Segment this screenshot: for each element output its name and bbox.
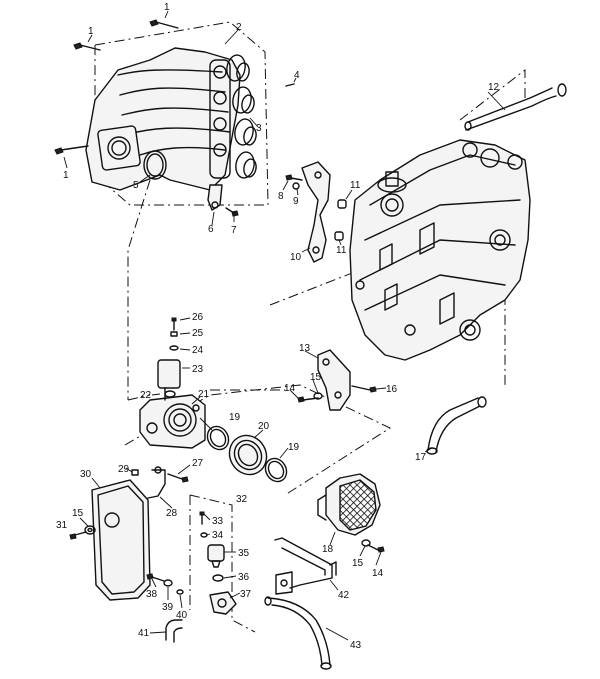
manifold-gaskets [226,54,257,179]
o-ring [143,150,167,180]
callout-30: 30 [80,469,92,480]
callout-8: 8 [278,191,284,202]
callout-25: 25 [192,328,204,339]
intake-manifold [85,47,241,191]
callout-43: 43 [350,640,362,651]
callout-14: 14 [284,383,296,394]
callout-1: 1 [164,2,170,13]
hose-clamp-left [206,425,230,451]
collars [334,189,353,246]
callout-22: 22 [140,390,152,401]
engine-block [349,139,531,361]
hose-lower-right [426,396,487,455]
callout-29: 29 [118,464,130,475]
callout-13: 13 [299,343,311,354]
callout-34: 34 [212,530,224,541]
callout-16: 16 [386,384,398,395]
hose-clamp-right [264,457,288,483]
throttle-link [131,466,189,499]
leader-lines [79,29,506,641]
callout-42: 42 [338,590,350,601]
callout-26: 26 [192,312,204,323]
hose-upper [464,83,567,131]
bolt-washer-38-40 [146,573,184,595]
callout-19: 19 [288,442,300,453]
callout-24: 24 [192,345,204,356]
callout-1: 1 [63,170,69,181]
cover-plate [91,479,151,601]
manifold-bracket [207,184,239,217]
callout-14: 14 [372,568,384,579]
callout-37: 37 [240,589,252,600]
callout-11: 11 [336,245,347,256]
callout-27: 27 [192,458,204,469]
callout-38: 38 [146,589,158,600]
pipe-bracket [274,537,337,595]
manifold-bolts [54,10,179,169]
hose-lower [264,596,332,670]
callout-41: 41 [138,628,150,639]
callout-1: 1 [88,26,94,37]
callout-5: 5 [133,180,139,191]
elbow-fitting [165,619,183,643]
callout-23: 23 [192,364,204,375]
washer-bolt-31 [69,525,96,540]
throttle-body [139,359,206,449]
callout-32: 32 [236,494,248,505]
callout-33: 33 [212,516,224,527]
callout-19: 19 [229,412,241,423]
callout-10: 10 [290,252,302,263]
callout-9: 9 [293,196,299,207]
callout-28: 28 [166,508,178,519]
callout-7: 7 [231,225,237,236]
callout-15: 15 [310,372,322,383]
callout-15: 15 [72,508,84,519]
callout-20: 20 [258,421,270,432]
callout-2: 2 [236,22,242,33]
callout-36: 36 [238,572,250,583]
callout-18: 18 [322,544,334,555]
idle-control-stack [199,511,237,615]
callout-35: 35 [238,548,250,559]
dowel-pin [285,77,297,87]
callout-21: 21 [198,389,210,400]
callout-11: 11 [350,180,361,191]
callout-40: 40 [176,610,188,621]
callout-31: 31 [56,520,68,531]
callout-labels: 1 1 1 2 3 4 5 6 7 8 9 10 11 11 12 13 14 … [56,2,500,651]
callout-3: 3 [256,123,262,134]
throttle-sensor-stack [151,317,191,398]
callout-4: 4 [294,70,300,81]
cable-bracket [285,161,331,263]
callout-39: 39 [162,602,174,613]
intake-silencer [317,473,385,553]
callout-17: 17 [415,452,427,463]
mounting-bracket-13 [297,349,377,411]
intake-coupler [228,434,268,476]
callout-6: 6 [208,224,214,235]
callout-12: 12 [488,82,500,93]
callout-15: 15 [352,558,364,569]
